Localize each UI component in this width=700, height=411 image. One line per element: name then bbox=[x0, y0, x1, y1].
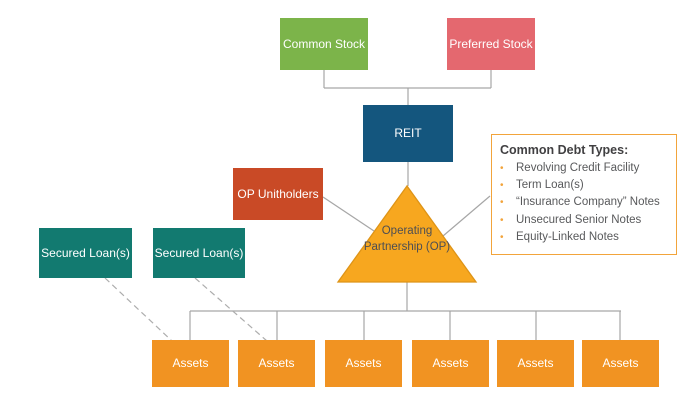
secured-loan-2-label: Secured Loan(s) bbox=[154, 245, 244, 260]
common-stock-label: Common Stock bbox=[282, 36, 366, 51]
debt-type-item: • “Insurance Company” Notes bbox=[500, 196, 666, 213]
debt-type-label: Equity-Linked Notes bbox=[516, 230, 619, 243]
bullet-icon: • bbox=[500, 231, 504, 243]
asset-label: Assets bbox=[432, 356, 469, 371]
op-unitholders-box: OP Unitholders bbox=[233, 168, 323, 220]
secured-loan-dashed-connectors bbox=[104, 277, 268, 342]
asset-label: Assets bbox=[602, 356, 639, 371]
reit-box: REIT bbox=[363, 105, 453, 162]
debt-types-title: Common Debt Types: bbox=[500, 143, 629, 157]
reit-label: REIT bbox=[394, 126, 422, 141]
debt-types-list: • Revolving Credit Facility • Term Loan(… bbox=[500, 162, 666, 248]
asset-box-4: Assets bbox=[412, 340, 489, 387]
debt-type-item: • Unsecured Senior Notes bbox=[500, 214, 666, 231]
debt-type-item: • Term Loan(s) bbox=[500, 179, 666, 196]
asset-label: Assets bbox=[517, 356, 554, 371]
asset-box-3: Assets bbox=[325, 340, 402, 387]
bullet-icon: • bbox=[500, 180, 504, 192]
triangle-shape bbox=[336, 184, 478, 283]
preferred-stock-box: Preferred Stock bbox=[447, 18, 535, 70]
operating-partnership-triangle bbox=[336, 184, 478, 283]
asset-box-1: Assets bbox=[152, 340, 229, 387]
asset-label: Assets bbox=[172, 356, 209, 371]
asset-box-2: Assets bbox=[238, 340, 315, 387]
secured-loan-box-1: Secured Loan(s) bbox=[39, 228, 132, 278]
debt-type-label: Term Loan(s) bbox=[516, 179, 584, 192]
connector-lines bbox=[189, 70, 621, 340]
asset-box-6: Assets bbox=[582, 340, 659, 387]
secured-loan-1-label: Secured Loan(s) bbox=[41, 245, 130, 260]
preferred-stock-label: Preferred Stock bbox=[449, 36, 533, 51]
bullet-icon: • bbox=[500, 163, 504, 174]
debt-type-label: Revolving Credit Facility bbox=[516, 162, 640, 174]
asset-box-5: Assets bbox=[497, 340, 574, 387]
common-debt-types-panel: Common Debt Types: • Revolving Credit Fa… bbox=[491, 134, 677, 255]
asset-label: Assets bbox=[258, 356, 295, 371]
asset-label: Assets bbox=[345, 356, 382, 371]
op-unitholders-label: OP Unitholders bbox=[237, 186, 319, 201]
debt-type-item: • Equity-Linked Notes bbox=[500, 231, 666, 248]
secured-loan-box-2: Secured Loan(s) bbox=[153, 228, 245, 278]
debt-type-label: Unsecured Senior Notes bbox=[516, 213, 642, 226]
debt-type-item: • Revolving Credit Facility bbox=[500, 162, 666, 179]
bullet-icon: • bbox=[500, 197, 504, 209]
common-stock-box: Common Stock bbox=[280, 18, 368, 70]
bullet-icon: • bbox=[500, 214, 504, 226]
debt-type-label: “Insurance Company” Notes bbox=[516, 196, 660, 209]
operating-partnership-label: Operating Partnership (OP) bbox=[363, 225, 451, 254]
